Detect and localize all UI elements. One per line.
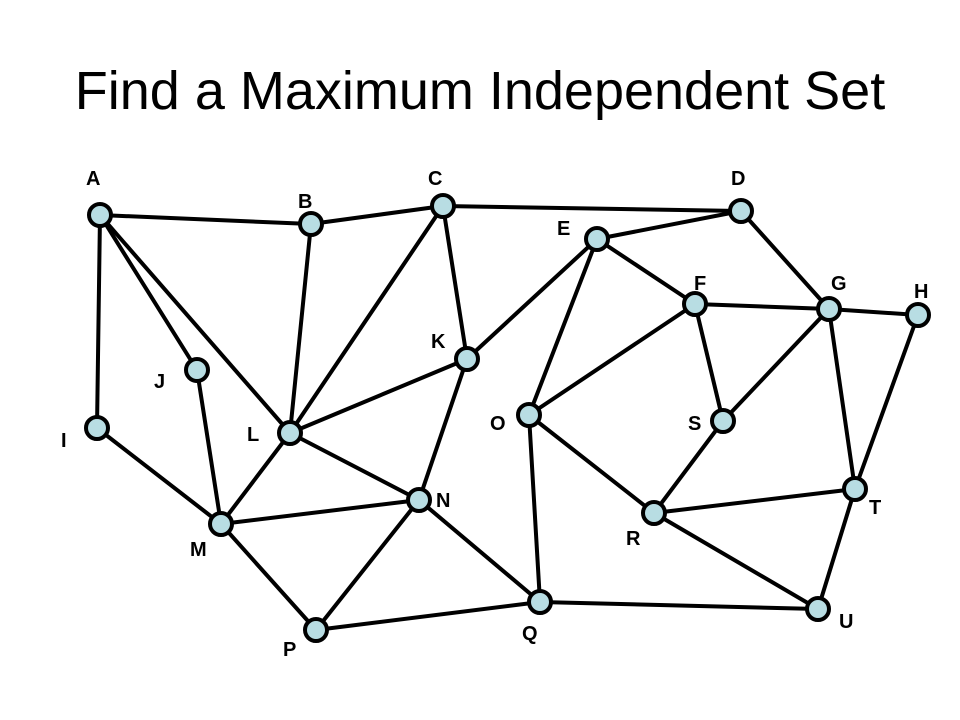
node-a[interactable] xyxy=(87,202,113,228)
node-label-l: L xyxy=(247,424,259,446)
node-label-n: N xyxy=(436,490,450,512)
edge-e-o xyxy=(527,237,599,417)
edge-m-n xyxy=(219,498,421,526)
edge-d-g xyxy=(739,209,831,311)
node-label-k: K xyxy=(431,331,446,353)
edge-g-s xyxy=(721,307,831,423)
label-layer: A B C D E F G H I J K L M N O P Q R S T U xyxy=(61,168,928,661)
node-label-r: R xyxy=(626,528,641,550)
node-label-p: P xyxy=(283,639,296,661)
node-k[interactable] xyxy=(454,346,480,372)
node-p[interactable] xyxy=(303,617,329,643)
edge-e-k xyxy=(465,237,599,361)
edge-k-l xyxy=(288,357,469,435)
node-label-q: Q xyxy=(522,623,538,645)
edge-g-h xyxy=(827,307,920,317)
page-title: Find a Maximum Independent Set xyxy=(74,61,886,121)
node-o[interactable] xyxy=(516,402,542,428)
node-label-c: C xyxy=(428,168,442,190)
node-b[interactable] xyxy=(298,211,324,237)
node-h[interactable] xyxy=(905,302,931,328)
edge-c-k xyxy=(441,204,469,361)
node-i[interactable] xyxy=(84,415,110,441)
edge-a-i xyxy=(95,213,102,430)
edge-a-j xyxy=(98,213,199,372)
node-label-a: A xyxy=(86,168,100,190)
edge-r-s xyxy=(652,419,725,515)
node-layer xyxy=(84,193,931,643)
node-e[interactable] xyxy=(584,226,610,252)
node-c[interactable] xyxy=(430,193,456,219)
node-f[interactable] xyxy=(682,291,708,317)
node-label-i: I xyxy=(61,430,67,452)
edge-o-r xyxy=(527,413,656,515)
node-label-s: S xyxy=(688,413,701,435)
edge-f-s xyxy=(693,302,725,423)
edge-c-d xyxy=(441,204,743,213)
node-l[interactable] xyxy=(277,420,303,446)
edge-k-n xyxy=(417,357,469,502)
edge-i-m xyxy=(95,426,223,526)
node-d[interactable] xyxy=(728,198,754,224)
edge-layer xyxy=(95,204,920,632)
edge-t-u xyxy=(816,487,857,611)
edge-q-u xyxy=(538,600,820,611)
edge-n-p xyxy=(314,498,421,632)
node-s[interactable] xyxy=(710,408,736,434)
node-t[interactable] xyxy=(842,476,868,502)
edge-g-t xyxy=(827,307,857,491)
node-label-o: O xyxy=(490,413,506,435)
edge-f-o xyxy=(527,302,697,417)
edge-e-f xyxy=(595,237,697,306)
node-label-d: D xyxy=(731,168,745,190)
node-label-j: J xyxy=(154,371,165,393)
node-u[interactable] xyxy=(805,596,831,622)
node-label-f: F xyxy=(694,273,706,295)
edge-n-q xyxy=(417,498,542,604)
edge-d-e xyxy=(595,209,743,241)
node-r[interactable] xyxy=(641,500,667,526)
edge-b-c xyxy=(309,204,445,226)
edge-r-t xyxy=(652,487,857,515)
edge-m-p xyxy=(219,522,318,632)
node-label-m: M xyxy=(190,539,207,561)
edge-p-q xyxy=(314,600,542,632)
node-label-t: T xyxy=(869,497,881,519)
edge-j-m xyxy=(195,368,223,526)
node-label-g: G xyxy=(831,273,847,295)
edge-r-u xyxy=(652,511,820,611)
node-label-h: H xyxy=(914,281,928,303)
node-j[interactable] xyxy=(184,357,210,383)
node-n[interactable] xyxy=(406,487,432,513)
node-m[interactable] xyxy=(208,511,234,537)
node-label-b: B xyxy=(298,191,312,213)
edge-b-l xyxy=(288,222,313,435)
edge-l-m xyxy=(219,431,292,526)
node-label-e: E xyxy=(557,218,570,240)
node-g[interactable] xyxy=(816,296,842,322)
node-q[interactable] xyxy=(527,589,553,615)
node-label-u: U xyxy=(839,611,853,633)
edge-o-q xyxy=(527,413,542,604)
edge-a-b xyxy=(98,213,313,226)
edge-f-g xyxy=(693,302,831,311)
edge-c-l xyxy=(288,204,445,435)
edge-a-l xyxy=(98,213,292,435)
edge-l-n xyxy=(288,431,421,502)
edge-h-t xyxy=(853,313,920,491)
